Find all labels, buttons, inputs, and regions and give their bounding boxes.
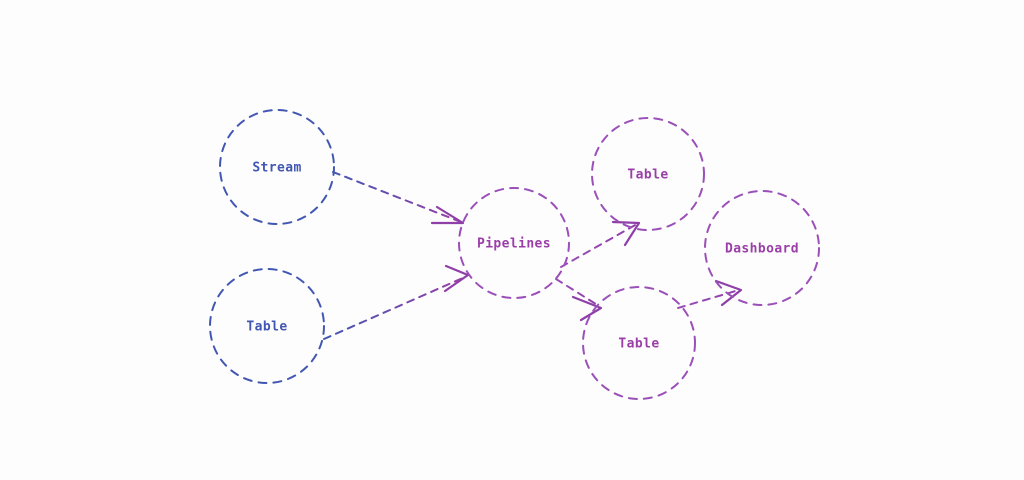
graph-edge[interactable] — [555, 278, 603, 322]
arrowhead-icon — [430, 205, 465, 225]
graph-edge[interactable] — [560, 220, 641, 268]
node-outline — [458, 187, 570, 299]
node-outline — [582, 286, 696, 400]
graph-node-table-top[interactable]: Table — [591, 117, 705, 231]
graph-node-table-left[interactable]: Table — [209, 268, 325, 384]
node-outline — [704, 190, 820, 306]
node-label: Table — [246, 320, 287, 335]
node-label: Table — [618, 337, 659, 352]
edge-layer — [323, 171, 743, 340]
graph-node-stream[interactable]: Stream — [219, 109, 335, 225]
node-label: Dashboard — [725, 242, 799, 257]
edge-line — [560, 223, 638, 268]
graph-node-pipelines[interactable]: Pipelines — [458, 187, 570, 299]
node-outline — [209, 268, 325, 384]
graph-edge[interactable] — [323, 264, 470, 340]
edge-line — [677, 289, 740, 309]
graph-node-table-bottom[interactable]: Table — [582, 286, 696, 400]
edge-line — [323, 276, 466, 340]
edge-line — [332, 171, 462, 223]
graph-edge[interactable] — [332, 171, 465, 225]
arrowhead-icon — [443, 264, 470, 293]
node-label: Table — [627, 168, 668, 183]
node-outline — [591, 117, 705, 231]
graph-edge[interactable] — [677, 279, 743, 309]
arrowhead-icon — [571, 295, 603, 322]
arrowhead-icon — [611, 220, 641, 247]
node-label: Pipelines — [477, 237, 551, 252]
node-label: Stream — [252, 161, 301, 176]
arrowhead-icon — [714, 279, 743, 307]
node-outline — [219, 109, 335, 225]
edge-line — [555, 278, 600, 307]
graph-node-dashboard[interactable]: Dashboard — [704, 190, 820, 306]
